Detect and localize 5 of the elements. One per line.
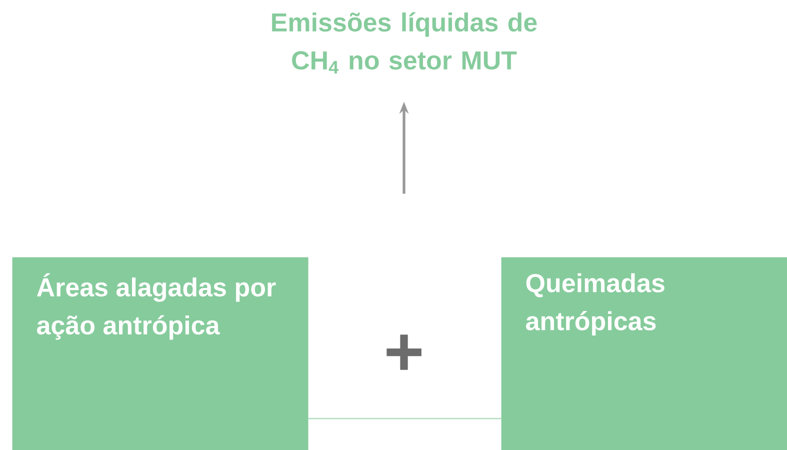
plus-sign: + xyxy=(386,334,422,370)
heading-text: Emissões líquidas de CH$_{4}$ no setor MUT xyxy=(272,12,537,74)
category-box: Queimadas antrópicas xyxy=(501,257,787,450)
connector-line xyxy=(308,418,501,420)
category-box: Áreas alagadas por ação antrópica xyxy=(12,257,308,450)
